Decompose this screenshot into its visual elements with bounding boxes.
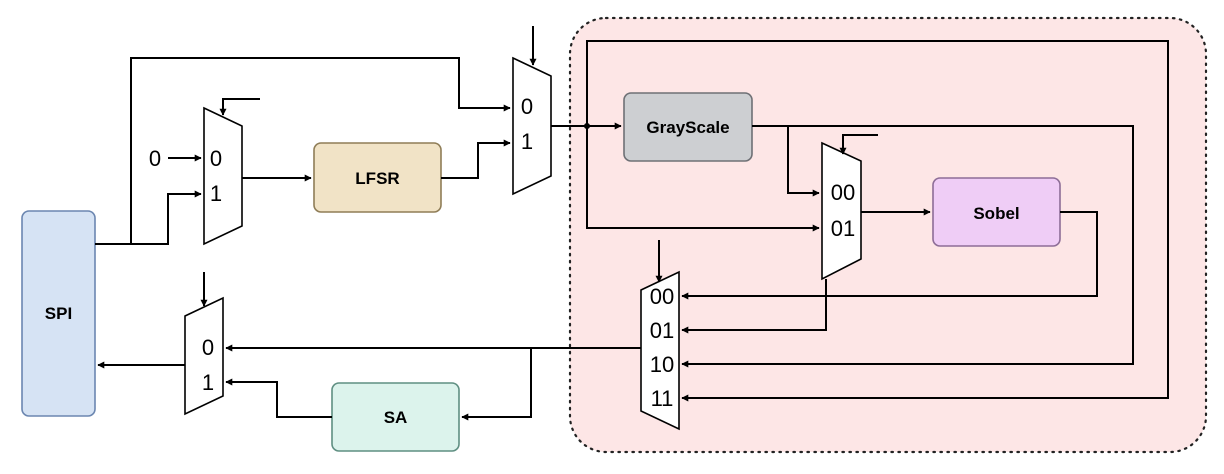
wires [95, 26, 1169, 421]
spi-block: SPI [21, 210, 96, 417]
sobel-label: Sobel [973, 204, 1019, 223]
wire-spi-to-mux-source [95, 57, 511, 245]
mux-source-input-1: 1 [521, 129, 533, 154]
grayscale-label: GrayScale [646, 118, 729, 137]
wire-spi-to-mux-lfsr [131, 190, 202, 245]
lfsr-label: LFSR [355, 169, 399, 188]
mux-lfsr-input-0: 0 [210, 146, 222, 171]
mux-sobel-input-00: 00 [831, 180, 855, 205]
mux-source: 0 1 [512, 56, 552, 196]
mux-source-input-0: 0 [521, 94, 533, 119]
spi-label: SPI [45, 304, 72, 323]
wire-mux-sobel-select [839, 134, 878, 155]
mux-output: 00 01 10 11 [640, 270, 680, 431]
lfsr-block: LFSR [313, 142, 442, 213]
wire-raw-to-mux-sobel [586, 126, 820, 232]
mux-spi: 0 1 [184, 296, 224, 416]
mux-spi-input-1: 1 [202, 370, 214, 395]
wire-mux-output-to-sa [461, 348, 532, 421]
wire-mux-lfsr-select [219, 98, 260, 116]
grayscale-block: GrayScale [623, 92, 753, 162]
mux-sobel: 00 01 [821, 141, 862, 281]
sa-label: SA [384, 408, 408, 427]
constant-zero-label: 0 [149, 146, 161, 171]
mux-spi-input-0: 0 [202, 335, 214, 360]
sobel-block: Sobel [932, 177, 1061, 247]
wire-grayscale-to-mux-output [681, 125, 1134, 368]
mux-output-input-10: 10 [650, 352, 674, 377]
mux-sobel-input-01: 01 [831, 216, 855, 241]
wire-sobel-to-mux-output [681, 211, 1098, 300]
mux-output-input-11: 11 [651, 386, 674, 411]
wire-mux-sobel-to-mux-output [681, 279, 827, 334]
mux-lfsr: 0 1 [203, 106, 243, 246]
wire-lfsr-to-mux-source [441, 139, 511, 179]
wire-raw-to-mux-output [586, 40, 1169, 402]
wire-sa-to-mux-spi [225, 378, 332, 418]
mux-lfsr-input-1: 1 [210, 181, 222, 206]
sa-block: SA [331, 382, 460, 452]
mux-output-input-00: 00 [650, 284, 674, 309]
wire-grayscale-to-mux-sobel [787, 126, 820, 197]
mux-output-input-01: 01 [650, 318, 674, 343]
